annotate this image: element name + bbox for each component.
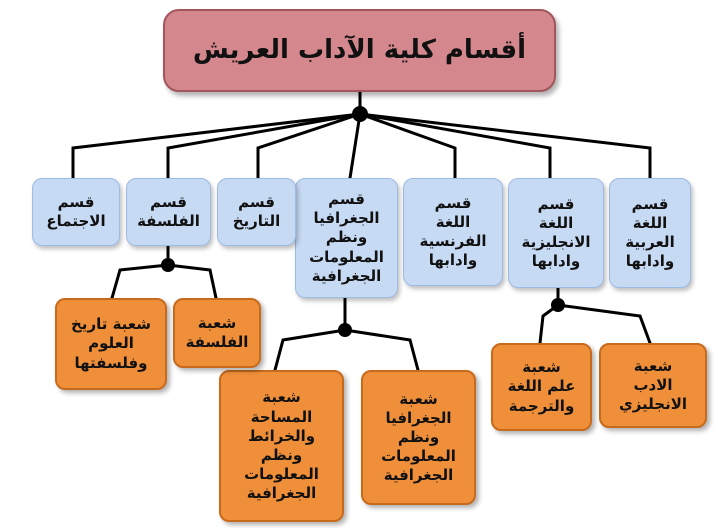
dept-philosophy: قسم الفلسفة — [126, 178, 211, 246]
dept-sociology: قسم الاجتماع — [32, 178, 120, 246]
chart-title: أقسام كلية الآداب العريش — [163, 9, 556, 92]
dept-french: قسم اللغة الفرنسية وادابها — [403, 178, 503, 286]
branch-english-literature: شعبة الادب الانجليزي — [599, 343, 707, 428]
hub-node-geography — [338, 323, 352, 337]
branch-surveying-maps-gis: شعبة المساحة والخرائط ونظم المعلومات الج… — [219, 370, 344, 522]
dept-geography: قسم الجغرافيا ونظم المعلومات الجغرافية — [295, 178, 398, 298]
dept-history: قسم التاريخ — [217, 178, 296, 246]
dept-english: قسم اللغة الانجليزية وادابها — [508, 178, 604, 288]
branch-geography-gis: شعبة الجغرافيا ونظم المعلومات الجغرافية — [361, 370, 476, 505]
hub-node-philosophy — [161, 258, 175, 272]
dept-arabic: قسم اللغة العربية وادابها — [609, 178, 691, 288]
branch-history-of-sciences: شعبة تاريخ العلوم وفلسفتها — [55, 298, 167, 390]
branch-philosophy: شعبة الفلسفة — [173, 298, 261, 368]
hub-node-main — [352, 106, 368, 122]
hub-node-english — [551, 298, 565, 312]
branch-linguistics-translation: شعبة علم اللغة والترجمة — [491, 343, 592, 431]
